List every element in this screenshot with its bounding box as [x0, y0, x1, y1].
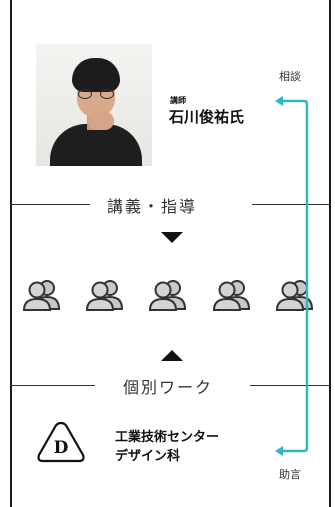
logo-letter: D [54, 438, 69, 458]
people-group-icon [212, 280, 251, 311]
frame-left-border [10, 0, 12, 507]
connector-line [281, 99, 309, 453]
divider-individual-left [10, 385, 95, 387]
lecturer-photo [36, 44, 152, 166]
lecturer-role: 講師 [170, 96, 186, 105]
divider-lecture-left [10, 204, 90, 206]
organization-name: 工業技術センター デザイン科 [115, 428, 219, 466]
arrowhead-top-icon [275, 96, 283, 106]
lecturer-name: 石川俊祐氏 [169, 108, 245, 126]
arrow-down-icon [161, 232, 183, 243]
organization-name-line1: 工業技術センター [115, 430, 220, 445]
arrowhead-bottom-icon [275, 446, 283, 456]
arrow-up-icon [161, 350, 183, 361]
people-group-icon [148, 280, 187, 311]
frame-right-border [329, 0, 331, 507]
divider-lecture-right [252, 204, 329, 206]
people-group-icon [22, 280, 61, 311]
design-section-logo: D [37, 421, 85, 463]
people-group-icon [85, 280, 124, 311]
consultation-label: 相談 [279, 70, 301, 83]
divider-individual-right [250, 385, 329, 387]
people-group-icon [275, 280, 314, 311]
organization-name-line2: デザイン科 [115, 449, 181, 464]
section-individual-label: 個別ワーク [123, 378, 214, 397]
advice-label: 助言 [279, 468, 301, 481]
section-lecture-label: 講義・指導 [107, 197, 198, 216]
